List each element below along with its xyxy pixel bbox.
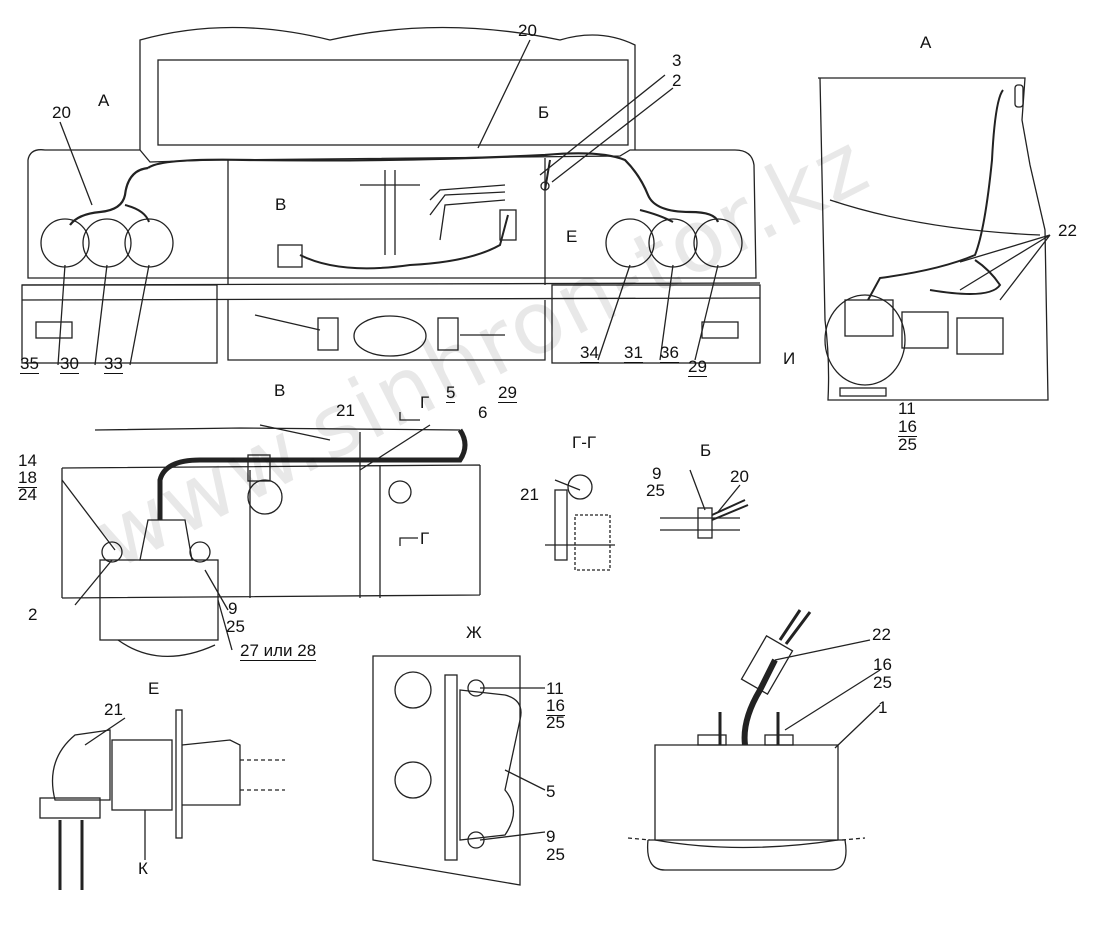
callout-14: 14 xyxy=(18,451,37,470)
callout-35: 35 xyxy=(20,354,39,374)
harness-20 xyxy=(147,152,720,223)
callout-33: 33 xyxy=(104,354,123,374)
callout-25-zh-2: 25 xyxy=(546,845,565,864)
callout-20-top: 20 xyxy=(518,21,537,40)
callout-20-left: 20 xyxy=(52,103,71,122)
lamp-30 xyxy=(82,218,132,268)
callout-3: 3 xyxy=(672,51,682,70)
callout-22-i: 22 xyxy=(872,625,891,644)
view-zh-title: Ж xyxy=(466,623,482,642)
callout-5: 5 xyxy=(446,383,456,403)
callout-11-zh: 11 xyxy=(546,679,564,698)
view-arrow-e: Е xyxy=(566,227,578,246)
callout-5-zh: 5 xyxy=(546,782,556,801)
callout-25-zh: 25 xyxy=(546,713,565,732)
callout-27-or-28: 27 или 28 xyxy=(240,641,317,661)
lamp-a-3 xyxy=(956,317,1004,355)
lamp-35 xyxy=(40,218,90,268)
reflector-left xyxy=(35,321,73,339)
view-arrow-a: А xyxy=(98,91,110,110)
lamp-a-1 xyxy=(844,299,894,337)
lamp-1 xyxy=(654,744,839,849)
view-arrow-b: Б xyxy=(538,103,550,122)
callout-2-v: 2 xyxy=(28,605,38,624)
left-bumper-lower xyxy=(21,284,218,364)
callout-30: 30 xyxy=(60,354,79,374)
view-a-panel xyxy=(818,77,1049,401)
callout-29-center: 29 xyxy=(498,383,517,403)
callout-18: 18 xyxy=(18,468,37,488)
callout-24: 24 xyxy=(18,485,37,504)
view-arrow-i: И xyxy=(783,349,796,368)
callout-25-i: 25 xyxy=(873,673,892,692)
callout-20-b: 20 xyxy=(730,467,749,486)
lamp-a-2 xyxy=(901,311,949,349)
section-mark-g-top: Г xyxy=(420,393,430,412)
view-b-title: Б xyxy=(700,441,712,460)
rear-body xyxy=(27,149,757,279)
callout-9-v: 9 xyxy=(228,599,238,618)
view-v-title: В xyxy=(274,381,286,400)
callout-25-a: 25 xyxy=(898,435,917,454)
view-a-title: А xyxy=(920,33,932,52)
callout-25-v: 25 xyxy=(226,617,245,636)
callout-34: 34 xyxy=(580,343,599,363)
callout-16-a: 16 xyxy=(898,417,917,437)
callout-1: 1 xyxy=(878,698,888,717)
section-gg-title: Г-Г xyxy=(572,433,597,452)
right-bumper-lower xyxy=(551,284,761,364)
rear-window xyxy=(157,59,629,146)
callout-21-v: 21 xyxy=(336,401,355,420)
callout-k: К xyxy=(138,859,148,878)
lamp-33 xyxy=(124,218,174,268)
callout-29-right: 29 xyxy=(688,357,707,377)
callout-16-i: 16 xyxy=(873,655,892,674)
callout-22-a: 22 xyxy=(1058,221,1077,240)
callout-2: 2 xyxy=(672,71,682,90)
item-5-right xyxy=(437,317,459,351)
callout-6: 6 xyxy=(478,403,488,422)
callout-31: 31 xyxy=(624,343,643,363)
callout-21-e: 21 xyxy=(104,700,123,719)
view-e-title: Е xyxy=(148,679,160,698)
callout-25-b: 25 xyxy=(646,481,665,500)
section-mark-g-bottom: Г xyxy=(420,529,430,548)
callout-36: 36 xyxy=(660,343,679,363)
view-arrow-v: В xyxy=(275,195,287,214)
callout-9-b: 9 xyxy=(652,464,662,483)
item-5-left xyxy=(317,317,339,351)
cab-outline xyxy=(139,26,636,150)
callout-9-zh: 9 xyxy=(546,827,556,846)
callout-21-gg: 21 xyxy=(520,485,539,504)
callout-11-a: 11 xyxy=(898,399,916,418)
reflector-right xyxy=(701,321,739,339)
callout-16-zh: 16 xyxy=(546,696,565,716)
